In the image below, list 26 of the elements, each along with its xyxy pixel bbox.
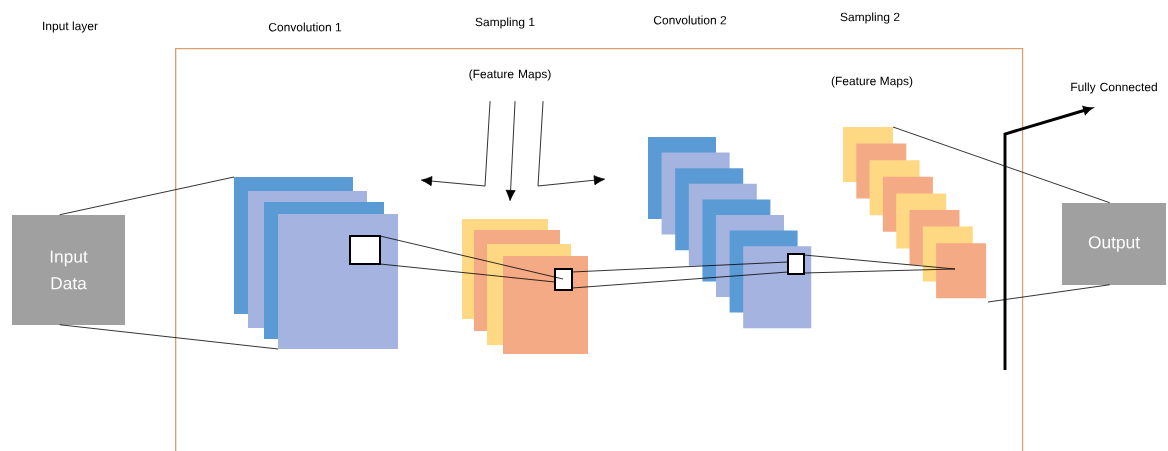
layer-label: (Feature Maps) [469, 69, 551, 81]
feature-map-stack [462, 219, 588, 354]
layer-label: Fully Connected [1071, 82, 1157, 94]
connector-line [803, 268, 956, 274]
connector-line [59, 324, 279, 350]
connector-arrow [421, 100, 491, 187]
connector-line [571, 271, 789, 289]
layer-label: Convolution 2 [653, 15, 727, 25]
connector-line [379, 263, 556, 283]
connector-line [892, 126, 1111, 204]
feature-map-stack [234, 177, 398, 349]
connector-line [59, 176, 235, 216]
layer-label: (Feature Maps) [831, 76, 913, 88]
connector-arrow [1003, 106, 1093, 370]
layer-label: Sampling 2 [840, 12, 900, 24]
layer-label: Sampling 1 [475, 17, 535, 29]
feature-map-stack [843, 127, 987, 299]
process-box: Output [1062, 203, 1166, 285]
layer-label: Input layer [43, 21, 98, 33]
feature-map-stack [648, 137, 812, 329]
connector-arrow [537, 100, 605, 187]
connector-arrow [505, 100, 516, 201]
process-box: Input Data [11, 215, 126, 325]
layer-label: Convolution 1 [268, 22, 342, 32]
connector-line [571, 261, 789, 273]
connector-line [987, 284, 1111, 303]
